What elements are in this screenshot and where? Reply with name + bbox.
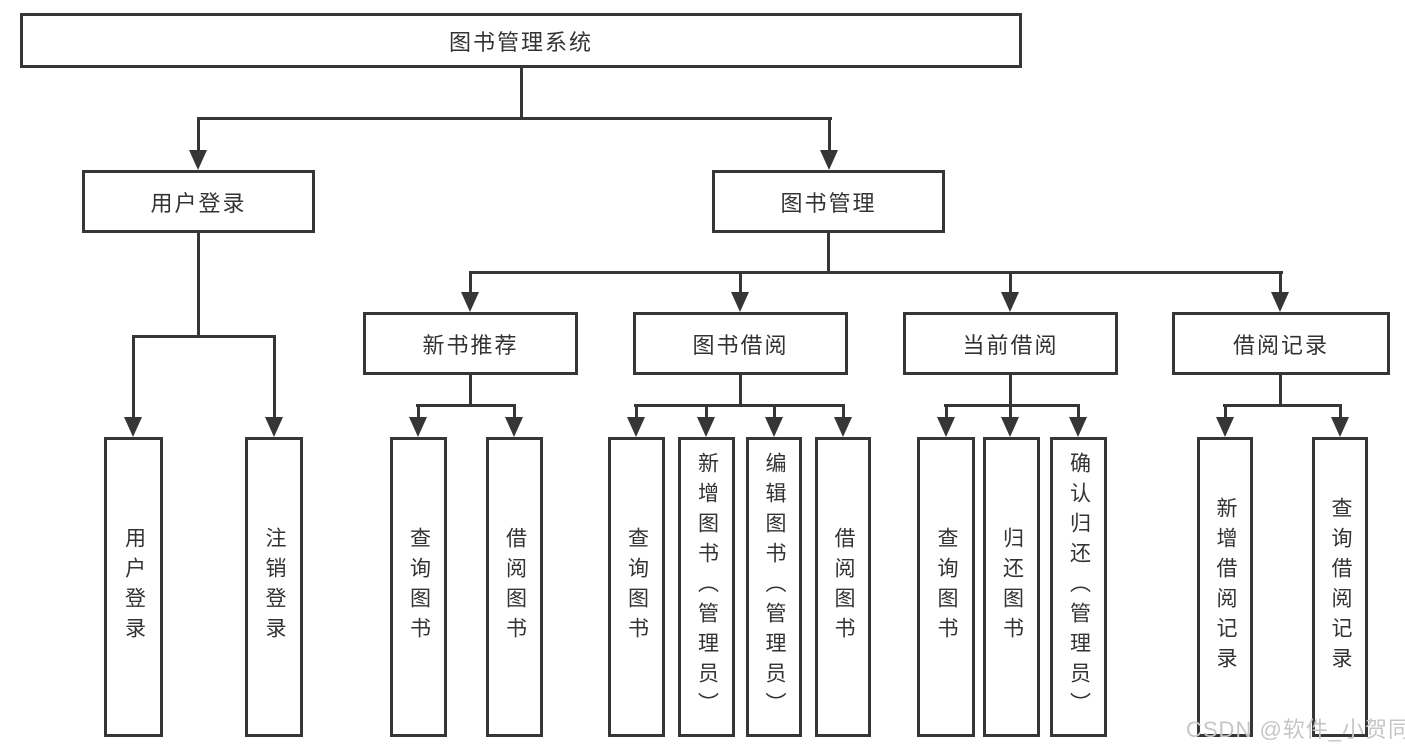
- leaf-borrow-borrow-books-label: 借阅图书: [832, 527, 855, 647]
- arrow-current-return: [1001, 405, 1019, 437]
- arrow-newrec-query: [409, 405, 427, 437]
- arrow-current-query: [937, 405, 955, 437]
- arrow-to-leaf-userlogin: [124, 336, 142, 437]
- arrow-borrow-edit: [765, 405, 783, 437]
- arrow-borrow-add: [697, 405, 715, 437]
- leaf-records-add-label: 新增借阅记录: [1214, 497, 1237, 677]
- arrow-to-newrecommend: [461, 272, 479, 312]
- connector-currentborrow-stem: [1009, 375, 1012, 407]
- node-current-borrow-label: 当前借阅: [962, 332, 1059, 358]
- arrow-borrow-borrow: [834, 405, 852, 437]
- leaf-newrec-query-books-label: 查询图书: [407, 527, 431, 647]
- arrow-to-userlogin: [189, 118, 207, 170]
- leaf-records-query-label: 查询借阅记录: [1329, 497, 1352, 677]
- leaf-current-confirm-return: 确认归还（管理员）: [1050, 437, 1107, 737]
- arrow-to-leaf-logout: [265, 336, 283, 437]
- connector-userlogin-split: [132, 335, 276, 338]
- leaf-logout-label: 注销登录: [263, 527, 286, 647]
- leaf-records-query: 查询借阅记录: [1312, 437, 1368, 737]
- leaf-user-login-label: 用户登录: [122, 527, 146, 647]
- leaf-borrow-query-books: 查询图书: [608, 437, 665, 737]
- leaf-newrec-query-books: 查询图书: [390, 437, 447, 737]
- connector-bookmgmt-stem: [827, 233, 830, 273]
- connector-records-stem: [1279, 375, 1282, 407]
- connector-records-split: [1223, 404, 1342, 407]
- leaf-borrow-add-books-label: 新增图书（管理员）: [695, 452, 719, 722]
- node-borrow-records: 借阅记录: [1172, 312, 1390, 375]
- leaf-borrow-query-books-label: 查询图书: [625, 527, 649, 647]
- watermark: CSDN @软件_小贺同学: [1186, 717, 1405, 742]
- connector-root-split: [197, 117, 832, 120]
- arrow-records-query: [1331, 405, 1349, 437]
- node-borrow-records-label: 借阅记录: [1232, 332, 1329, 358]
- arrow-records-add: [1216, 405, 1234, 437]
- leaf-borrow-edit-books-label: 编辑图书（管理员）: [763, 452, 786, 722]
- leaf-borrow-edit-books: 编辑图书（管理员）: [746, 437, 802, 737]
- node-library-system-label: 图书管理系统: [448, 29, 593, 55]
- leaf-borrow-borrow-books: 借阅图书: [815, 437, 871, 737]
- leaf-newrec-borrow-books: 借阅图书: [486, 437, 543, 737]
- leaf-user-login: 用户登录: [104, 437, 163, 737]
- leaf-current-return-books: 归还图书: [983, 437, 1040, 737]
- node-user-login: 用户登录: [82, 170, 315, 233]
- leaf-logout: 注销登录: [245, 437, 303, 737]
- node-new-recommend: 新书推荐: [363, 312, 578, 375]
- leaf-current-confirm-return-label: 确认归还（管理员）: [1067, 452, 1091, 722]
- node-book-management: 图书管理: [712, 170, 945, 233]
- arrow-to-currentborrow: [1001, 272, 1019, 312]
- node-current-borrow: 当前借阅: [903, 312, 1118, 375]
- node-library-system: 图书管理系统: [20, 13, 1022, 68]
- connector-newrecommend-split: [416, 404, 516, 407]
- node-book-borrow-label: 图书借阅: [692, 332, 789, 358]
- connector-bookborrow-stem: [739, 375, 742, 407]
- connector-root-stem: [520, 66, 523, 120]
- leaf-records-add: 新增借阅记录: [1197, 437, 1253, 737]
- arrow-to-bookborrow: [731, 272, 749, 312]
- leaf-current-query-books: 查询图书: [917, 437, 975, 737]
- node-user-login-label: 用户登录: [150, 190, 247, 216]
- connector-bookborrow-split: [634, 404, 845, 407]
- arrow-to-records: [1271, 272, 1289, 312]
- leaf-current-query-books-label: 查询图书: [935, 527, 958, 647]
- node-new-recommend-label: 新书推荐: [422, 332, 519, 358]
- arrow-borrow-query: [627, 405, 645, 437]
- node-book-borrow: 图书借阅: [633, 312, 848, 375]
- arrow-to-bookmgmt: [820, 118, 838, 170]
- node-book-management-label: 图书管理: [780, 190, 877, 216]
- leaf-newrec-borrow-books-label: 借阅图书: [503, 527, 527, 647]
- leaf-current-return-books-label: 归还图书: [1000, 527, 1024, 647]
- leaf-borrow-add-books: 新增图书（管理员）: [678, 437, 735, 737]
- connector-newrecommend-stem: [469, 375, 472, 407]
- arrow-newrec-borrow: [505, 405, 523, 437]
- connector-userlogin-stem: [197, 233, 200, 337]
- connector-bookmgmt-split: [469, 271, 1283, 274]
- connector-currentborrow-split: [944, 404, 1080, 407]
- arrow-current-confirm: [1069, 405, 1087, 437]
